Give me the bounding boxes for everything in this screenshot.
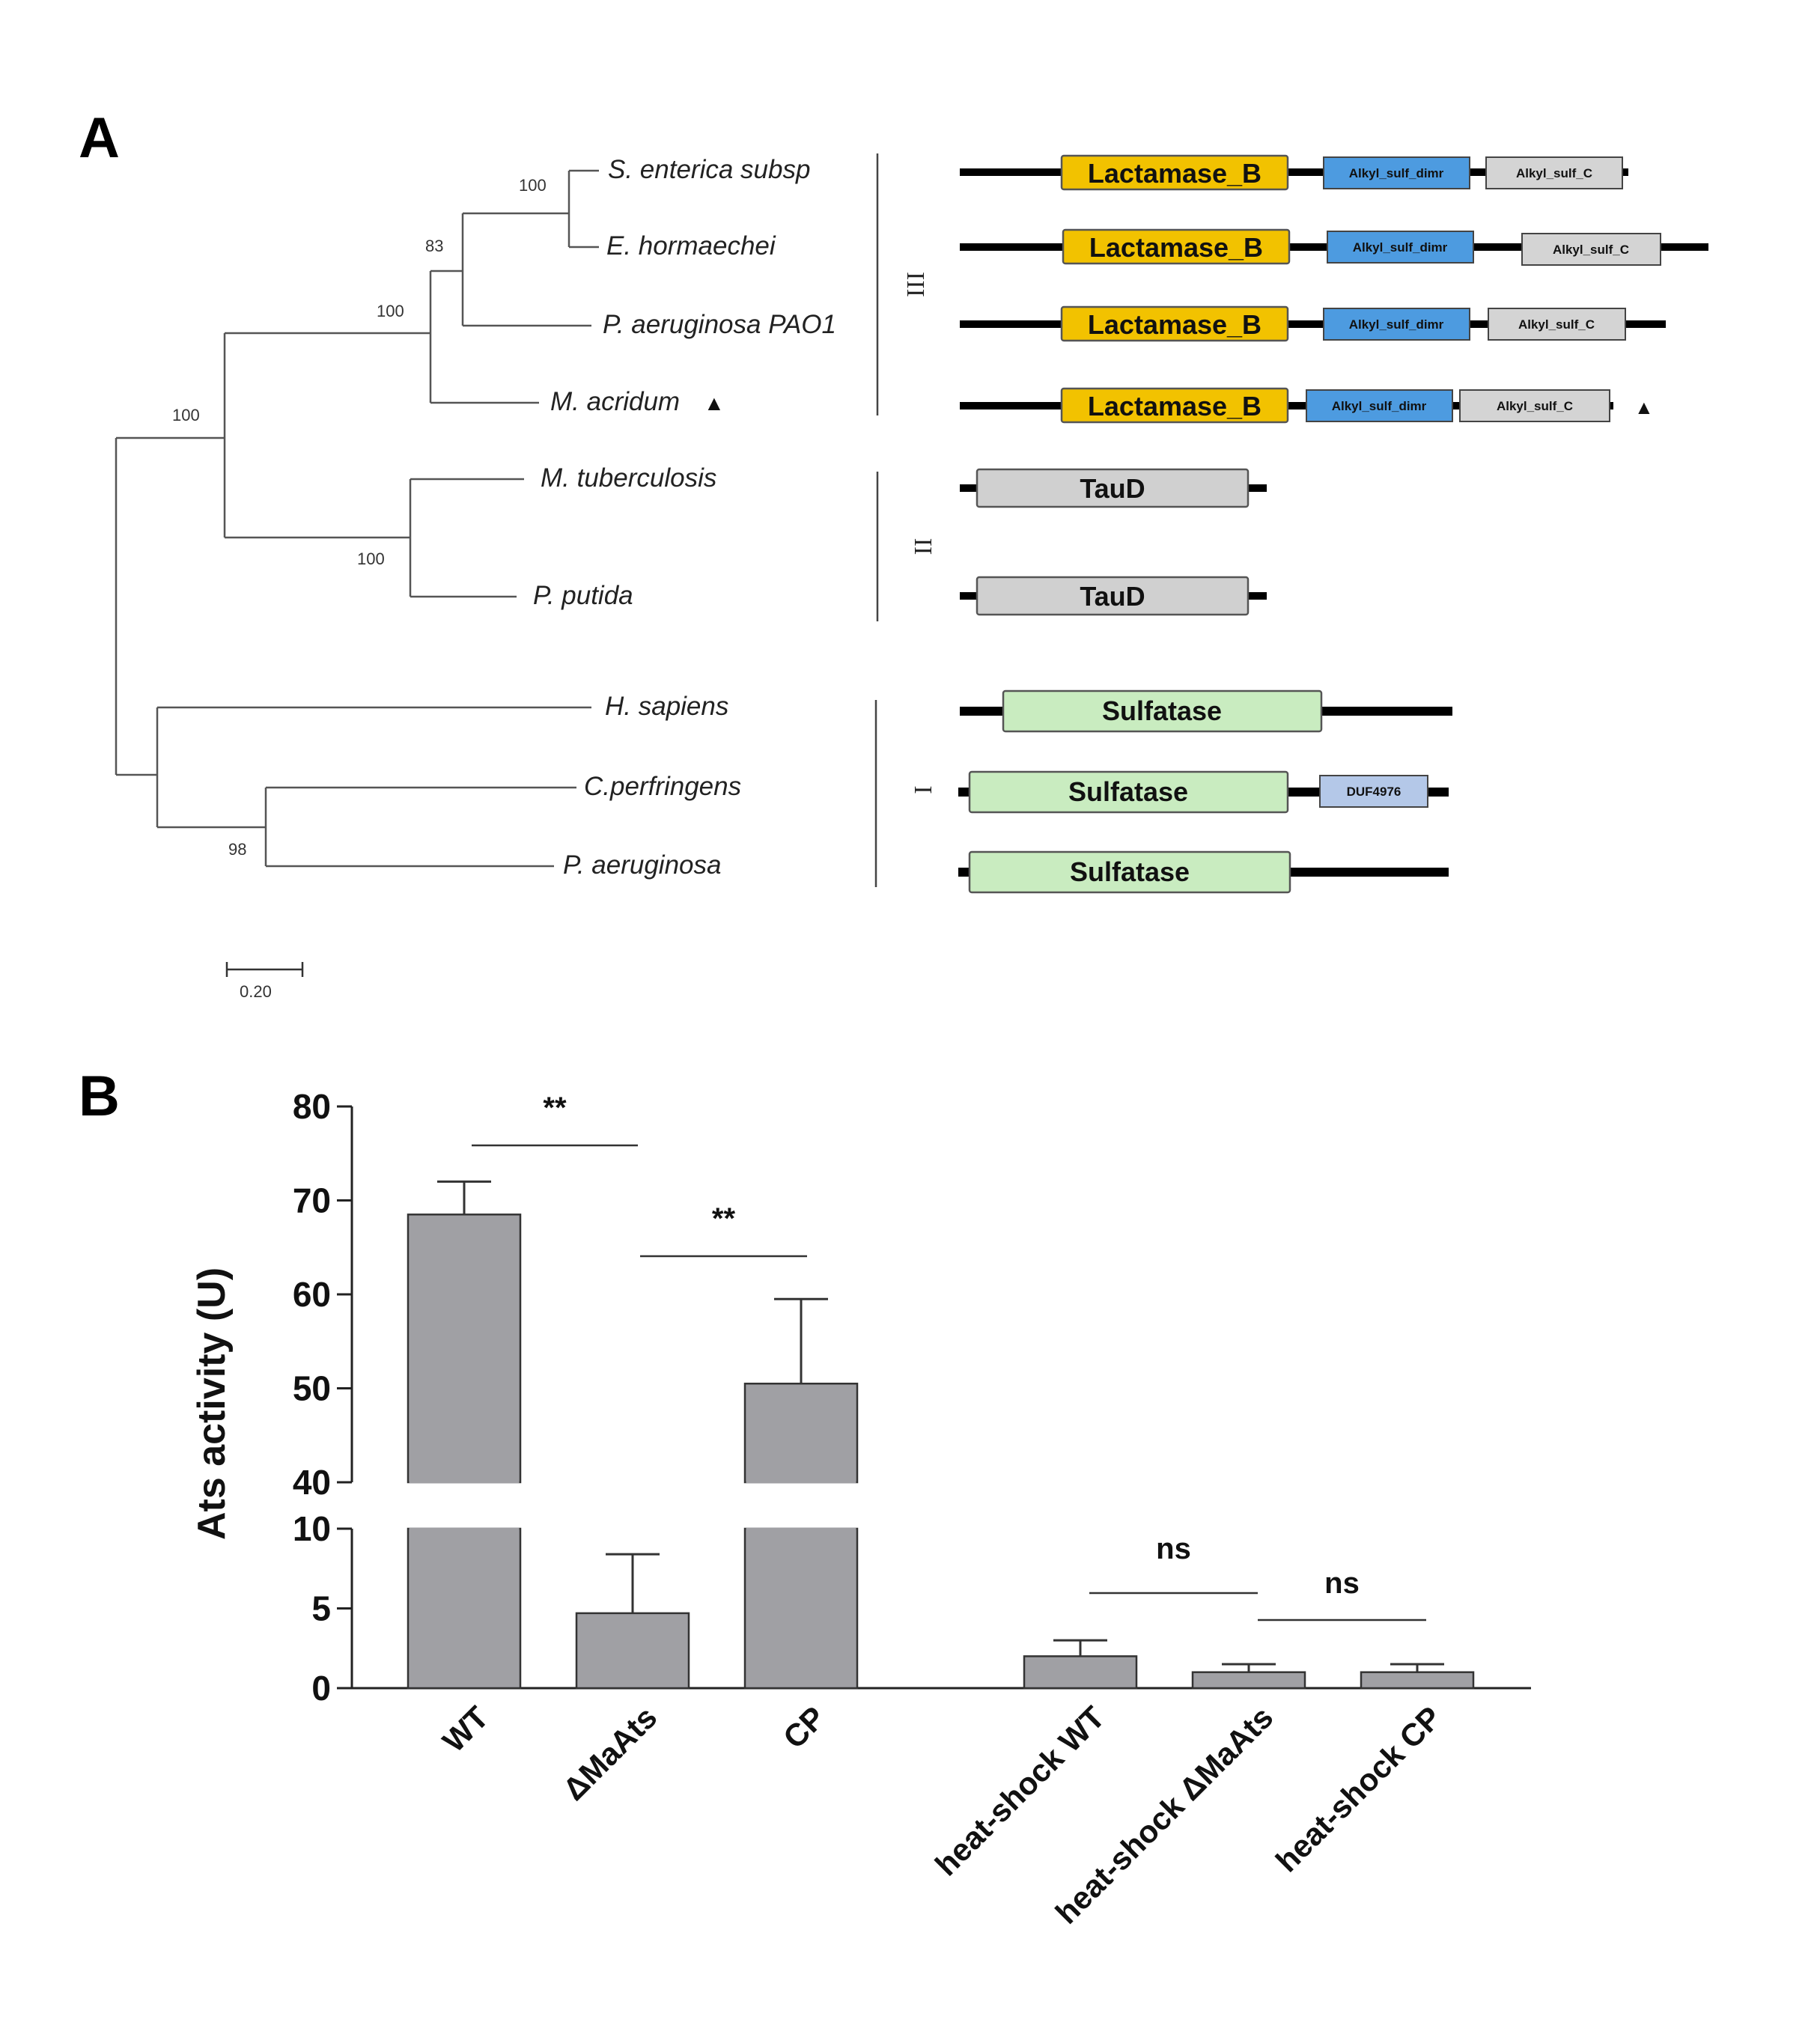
- domain-label: Alkyl_sulf_C: [1497, 399, 1573, 413]
- bar-chart: Ats activity (U) 40 50 60 70 80 0 5 10 ** ** ns ns…: [190, 1087, 1531, 1931]
- clade-label: II: [909, 538, 937, 555]
- bootstrap-value: 83: [425, 237, 443, 255]
- clade-brackets: [874, 153, 879, 887]
- bar: [1191, 1671, 1306, 1690]
- y-tick-label: 0: [311, 1669, 331, 1708]
- bootstrap-value: 100: [172, 406, 200, 424]
- scale-bar: [225, 962, 304, 977]
- phylogenetic-tree: [115, 169, 599, 868]
- domain-label: Sulfatase: [1102, 695, 1222, 726]
- panel-a-label: A: [79, 106, 120, 170]
- y-tick-label: 50: [293, 1369, 331, 1408]
- domain-label: Alkyl_sulf_dimr: [1349, 317, 1444, 332]
- duf-domain: [1319, 775, 1428, 808]
- triangle-marker-icon: ▲: [1634, 396, 1654, 418]
- bar: [1023, 1655, 1138, 1690]
- significance-label: **: [543, 1091, 567, 1124]
- domain-label: Lactamase_B: [1088, 391, 1261, 421]
- y-tick-label: 60: [293, 1275, 331, 1314]
- taud-domain: [976, 468, 1250, 508]
- category-label: CP: [776, 1699, 833, 1756]
- triangle-marker-icon: ▲: [704, 392, 725, 415]
- alkyl-dimr-domain: [1323, 308, 1470, 341]
- taxon-label: P. putida: [533, 581, 633, 610]
- bootstrap-values: 100 83 100 100 100 98: [172, 176, 547, 859]
- y-axis-label: Ats activity (U): [190, 1267, 234, 1540]
- bar: [407, 1214, 522, 1484]
- domain-label: DUF4976: [1347, 785, 1401, 799]
- bootstrap-value: 100: [377, 302, 404, 320]
- domain-label: Alkyl_sulf_dimr: [1353, 240, 1448, 255]
- domain-architectures: Lactamase_B Alkyl_sulf_dimr Alkyl_sulf_C…: [958, 154, 1708, 894]
- domain-label: Sulfatase: [1070, 856, 1190, 887]
- sulfatase-domain: [968, 850, 1291, 894]
- taxon-label: S. enterica subsp: [608, 155, 810, 184]
- clade-label: I: [909, 785, 937, 794]
- panel-b-label: B: [79, 1065, 120, 1128]
- sulfatase-domain: [1002, 689, 1323, 733]
- taxon-label: M. tuberculosis: [541, 463, 716, 493]
- domain-label: Alkyl_sulf_C: [1518, 317, 1595, 332]
- significance-label: ns: [1156, 1532, 1191, 1565]
- domain-label: Lactamase_B: [1089, 232, 1263, 263]
- domain-label: Alkyl_sulf_dimr: [1349, 166, 1444, 180]
- domain-label: Alkyl_sulf_C: [1553, 243, 1629, 257]
- taxon-label: P. aeruginosa: [563, 850, 721, 880]
- taxon-label: M. acridum: [550, 387, 680, 416]
- y-tick-label: 10: [293, 1509, 331, 1548]
- category-label: heat-shock CP: [1269, 1699, 1449, 1879]
- bootstrap-value: 100: [519, 176, 547, 195]
- category-label: WT: [436, 1699, 496, 1759]
- y-tick-label: 5: [311, 1589, 331, 1628]
- bootstrap-value: 100: [357, 549, 385, 568]
- lactamase-domain: [1062, 228, 1291, 265]
- alkyl-c-domain: [1488, 308, 1626, 341]
- lactamase-domain: [1060, 305, 1289, 342]
- category-label: heat-shock WT: [928, 1699, 1112, 1883]
- bar: [575, 1612, 690, 1690]
- taxon-label: E. hormaechei: [606, 231, 776, 261]
- bar-lower-segment: [743, 1527, 859, 1690]
- y-tick-label: 70: [293, 1181, 331, 1220]
- alkyl-c-domain: [1459, 389, 1610, 422]
- domain-label: Lactamase_B: [1088, 309, 1261, 340]
- alkyl-dimr-domain: [1323, 156, 1470, 189]
- lactamase-domain: [1060, 387, 1289, 424]
- domain-label: Alkyl_sulf_dimr: [1332, 399, 1427, 413]
- y-tick-label: 80: [293, 1087, 331, 1126]
- bootstrap-value: 98: [228, 840, 246, 859]
- domain-label: TauD: [1080, 581, 1145, 612]
- alkyl-c-domain: [1485, 156, 1623, 189]
- bar: [743, 1382, 859, 1484]
- y-tick-label: 40: [293, 1463, 331, 1502]
- taxon-label: H. sapiens: [605, 692, 728, 721]
- alkyl-dimr-domain: [1327, 231, 1474, 264]
- taxon-labels: S. enterica subsp E. hormaechei P. aerug…: [533, 155, 836, 880]
- bar-lower-segment: [407, 1527, 522, 1690]
- scale-bar-label: 0.20: [240, 982, 272, 1001]
- sulfatase-domain: [968, 770, 1289, 814]
- taxon-label: P. aeruginosa PAO1: [603, 310, 836, 339]
- taud-domain: [976, 576, 1250, 616]
- significance-brackets: ** ** ns ns: [472, 1091, 1426, 1622]
- domain-label: TauD: [1080, 473, 1145, 504]
- domain-label: Lactamase_B: [1088, 158, 1261, 189]
- lactamase-domain: [1060, 154, 1289, 191]
- chart-bars: [407, 1180, 1475, 1690]
- clade-label: III: [901, 272, 929, 297]
- alkyl-dimr-domain: [1306, 389, 1453, 422]
- alkyl-c-domain: [1521, 233, 1661, 266]
- domain-label: Sulfatase: [1068, 776, 1188, 807]
- bar: [1360, 1671, 1475, 1690]
- category-label: ΔMaAts: [556, 1699, 664, 1807]
- taxon-label: C.perfringens: [584, 772, 741, 801]
- domain-label: Alkyl_sulf_C: [1516, 166, 1592, 180]
- significance-label: **: [712, 1202, 736, 1235]
- chart-axes: 40 50 60 70 80 0 5 10: [293, 1087, 1531, 1708]
- significance-label: ns: [1324, 1567, 1360, 1600]
